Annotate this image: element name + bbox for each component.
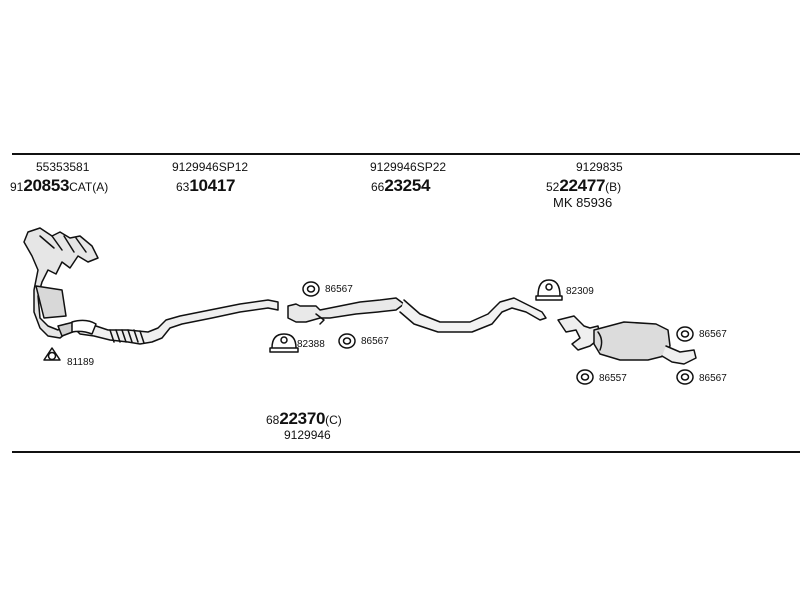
part-ref-label: 9129946SP12 — [172, 160, 249, 174]
pipe-clamp — [535, 279, 563, 301]
part-number-prefix: 66 — [371, 180, 385, 194]
top-divider-line — [12, 153, 800, 155]
part-number-label: 6623254 — [371, 177, 430, 194]
part-number-label: 9120853CAT(A) — [10, 177, 108, 194]
clamp-tag: 82309 — [566, 286, 594, 297]
part-number-prefix: 68 — [266, 413, 280, 427]
mount-ring-tag: 86567 — [699, 373, 727, 384]
part-number-prefix: 63 — [176, 180, 190, 194]
rubber-mount-ring — [302, 281, 320, 297]
part-ref-label: 9129946SP22 — [370, 160, 447, 174]
center-silencer-pipe — [287, 297, 547, 333]
part-number-label: 5222477(B) — [546, 177, 621, 194]
part-number-prefix: 91 — [10, 180, 24, 194]
mount-ring-tag: 86567 — [699, 329, 727, 340]
part-number-label: 6310417 — [176, 177, 235, 194]
part-number-main: 23254 — [384, 176, 431, 195]
mount-ring-tag: 86567 — [361, 336, 389, 347]
part-number-prefix: 52 — [546, 180, 560, 194]
gasket-tag: 81189 — [67, 357, 95, 368]
part-number-label: 6822370(C) — [266, 410, 342, 427]
part-number-main: 22477 — [559, 176, 606, 195]
gasket-part — [43, 347, 61, 361]
pipe-clamp — [269, 333, 299, 353]
part-ref-label: 9129835 — [576, 160, 623, 174]
part-number-main: 20853 — [23, 176, 70, 195]
rubber-mount-ring — [676, 369, 694, 385]
bottom-divider-line — [12, 451, 800, 453]
rubber-mount-ring — [576, 369, 594, 385]
part-ref-label: 55353581 — [36, 160, 90, 174]
part-number-suffix: (B) — [605, 180, 622, 194]
rear-silencer — [557, 315, 697, 365]
kit-number-label: MK 85936 — [553, 195, 613, 210]
clamp-tag: 82388 — [297, 339, 325, 350]
mount-ring-tag: 86567 — [325, 284, 353, 295]
part-number-main: 10417 — [189, 176, 236, 195]
mount-ring-tag: 86557 — [599, 373, 627, 384]
rubber-mount-ring — [338, 333, 356, 349]
rubber-mount-ring — [676, 326, 694, 342]
part-ref-label: 9129946 — [284, 428, 331, 442]
part-number-suffix: (C) — [325, 413, 342, 427]
part-number-main: 22370 — [279, 409, 326, 428]
part-number-suffix: CAT(A) — [69, 180, 109, 194]
front-pipe-flex — [71, 299, 279, 345]
